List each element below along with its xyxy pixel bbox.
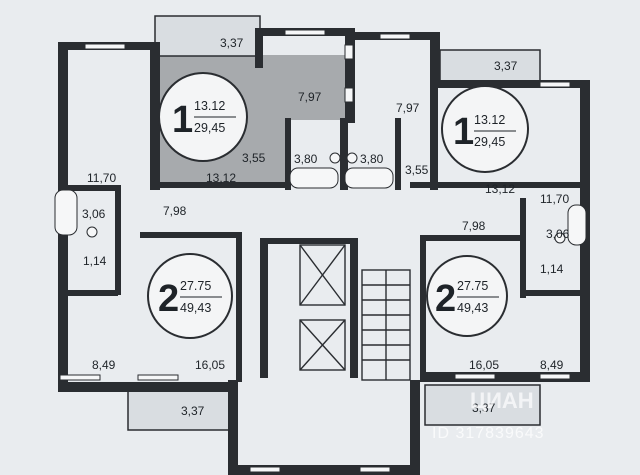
- area-balcony-top-left: 3,37: [220, 36, 244, 50]
- apartment-2-right-rooms: 2: [435, 278, 456, 320]
- area-bath-right-side: 3,06: [546, 227, 570, 241]
- area-hall-left-mid: 7,98: [163, 204, 187, 218]
- apartment-1-right-total: 29,45: [474, 135, 505, 149]
- apartment-1-left-total: 29,45: [194, 121, 225, 135]
- apartment-2-left-rooms: 2: [158, 278, 179, 320]
- apartment-1-right-rooms: 1: [453, 111, 474, 153]
- area-hall-top-left: 3,55: [242, 151, 266, 165]
- area-kitchen-top-left: 7,97: [298, 90, 322, 104]
- area-bath-left-side: 3,06: [82, 207, 106, 221]
- area-room-right-top: 11,70: [540, 192, 569, 206]
- bathroom-fixtures: [54, 44, 587, 246]
- apartment-1-right-living: 13.12: [474, 113, 505, 127]
- area-kitchen-top-right: 7,97: [396, 101, 420, 115]
- apartment-1-right-marker: 1 13.12 29,45: [441, 85, 529, 173]
- windows: [59, 29, 571, 473]
- area-room-left-bottom-2: 16,05: [195, 358, 225, 372]
- apartment-1-left-rooms: 1: [172, 99, 193, 141]
- elevator-shafts: [299, 244, 346, 371]
- apartment-2-right-total: 49,43: [457, 301, 488, 315]
- area-hall-top-right: 3,55: [405, 163, 429, 177]
- area-room-right-bottom: 8,49: [540, 358, 564, 372]
- balcony-bottom-left: [127, 384, 237, 431]
- watermark-id: ID 317839643: [432, 425, 545, 442]
- area-balcony-top-right: 3,37: [494, 59, 518, 73]
- balcony-bottom-right: [424, 384, 541, 426]
- area-balcony-bottom-right: 3,37: [472, 401, 496, 415]
- area-bath-right: 3,80: [360, 152, 384, 166]
- apartment-1-left-living: 13.12: [194, 99, 225, 113]
- apartment-2-left-total: 49,43: [180, 301, 211, 315]
- watermark: ЦИАН ID 317839643: [432, 388, 545, 442]
- apartment-2-right-living: 27.75: [457, 279, 488, 293]
- balcony-top-right: [439, 49, 541, 86]
- area-room-left-bottom: 8,49: [92, 358, 116, 372]
- area-room-right-bottom-2: 16,05: [469, 358, 499, 372]
- area-wc-left: 1,14: [83, 254, 107, 268]
- apartment-2-left-living: 27.75: [180, 279, 211, 293]
- balcony-top-left: [154, 15, 261, 57]
- area-room-left-top: 11,70: [87, 171, 116, 185]
- area-balcony-bottom-left: 3,37: [181, 404, 205, 418]
- staircase: [361, 269, 411, 381]
- watermark-brand: ЦИАН: [470, 388, 534, 413]
- area-wc-right: 1,14: [540, 262, 564, 276]
- area-hall-right-mid: 7,98: [462, 219, 486, 233]
- room-area-labels: 3,37 3,37 3,37 3,37 7,97 7,97 13,12 13,1…: [82, 36, 570, 418]
- area-room-top-right: 13,12: [485, 182, 515, 196]
- interior-walls: [58, 80, 580, 382]
- apartment-2-right-marker: 2 27.75 49,43: [426, 255, 508, 337]
- area-room-top-left: 13,12: [206, 171, 236, 185]
- apartment-2-left-marker: 2 27.75 49,43: [147, 253, 233, 339]
- area-bath-left: 3,80: [294, 152, 318, 166]
- apartment-1-left-marker: 1 13.12 29,45: [158, 72, 248, 162]
